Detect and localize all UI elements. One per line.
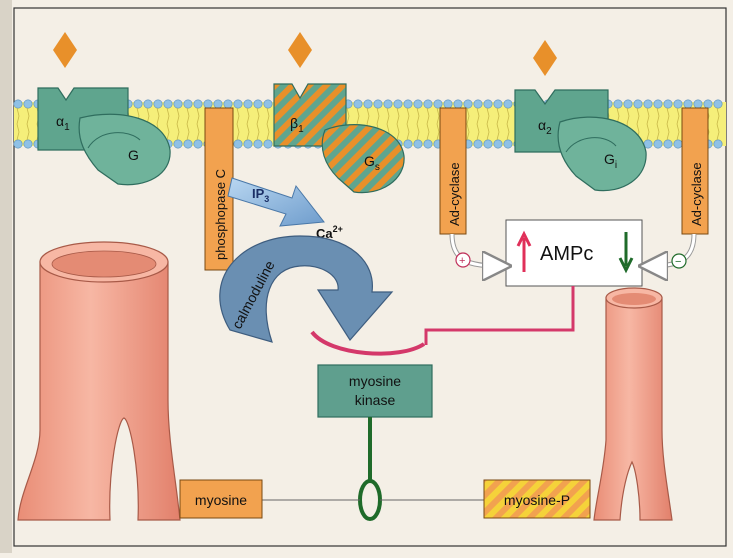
lipid-head: [454, 100, 462, 108]
lipid-head: [434, 100, 442, 108]
lipid-head: [254, 100, 262, 108]
ampc-box: AMPc: [506, 220, 642, 286]
lipid-head: [244, 100, 252, 108]
lipid-head: [264, 100, 272, 108]
myosine-kinase-line2: kinase: [355, 392, 396, 408]
adcyclase-right-box: Ad-cyclase: [682, 108, 708, 234]
lipid-head: [24, 100, 32, 108]
lipid-head: [664, 140, 672, 148]
lipid-head: [474, 140, 482, 148]
myosine-p-label: myosine-P: [504, 492, 570, 508]
lipid-head: [194, 140, 202, 148]
lipid-head: [624, 100, 632, 108]
lipid-head: [684, 100, 692, 108]
myosine-label: myosine: [195, 492, 247, 508]
lipid-head: [494, 100, 502, 108]
lipid-head: [404, 140, 412, 148]
lipid-head: [654, 140, 662, 148]
myosine-kinase-line1: myosine: [349, 373, 401, 389]
lipid-head: [384, 100, 392, 108]
lipid-head: [704, 100, 712, 108]
lipid-head: [664, 100, 672, 108]
left-blood-vessel: [18, 242, 180, 520]
lipid-head: [24, 140, 32, 148]
lipid-head: [154, 100, 162, 108]
g-label: G: [128, 147, 139, 163]
lipid-head: [674, 100, 682, 108]
lipid-head: [144, 100, 152, 108]
lipid-head: [374, 100, 382, 108]
lipid-head: [214, 100, 222, 108]
lipid-head: [264, 140, 272, 148]
adcyclase-left-box: Ad-cyclase: [440, 108, 466, 234]
phospholipase-c-label: phosphopase C: [213, 169, 228, 260]
adcyclase-right-label: Ad-cyclase: [689, 162, 704, 226]
lipid-head: [184, 100, 192, 108]
minus-sign: −: [675, 256, 681, 268]
left-edge-shadow: [0, 0, 12, 553]
lipid-head: [504, 140, 512, 148]
lipid-head: [354, 100, 362, 108]
lipid-head: [134, 100, 142, 108]
lipid-head: [444, 100, 452, 108]
lipid-head: [394, 100, 402, 108]
myosine-kinase-box: myosine kinase: [318, 365, 432, 417]
lipid-head: [484, 100, 492, 108]
lipid-head: [424, 140, 432, 148]
lipid-head: [414, 140, 422, 148]
lipid-head: [364, 100, 372, 108]
lipid-head: [474, 100, 482, 108]
adcyclase-left-label: Ad-cyclase: [447, 162, 462, 226]
phospholipase-c-box: phosphopase C: [205, 108, 233, 270]
lipid-head: [714, 140, 722, 148]
lipid-head: [14, 100, 22, 108]
lipid-head: [174, 140, 182, 148]
myosine-p-box: myosine-P: [484, 480, 590, 518]
lipid-head: [504, 100, 512, 108]
lipid-head: [654, 100, 662, 108]
lipid-head: [184, 140, 192, 148]
lipid-head: [644, 100, 652, 108]
lipid-head: [204, 100, 212, 108]
lipid-head: [164, 100, 172, 108]
lipid-head: [714, 100, 722, 108]
lipid-head: [234, 100, 242, 108]
lipid-head: [254, 140, 262, 148]
lipid-head: [464, 100, 472, 108]
lipid-head: [404, 100, 412, 108]
lipid-head: [414, 100, 422, 108]
lipid-head: [234, 140, 242, 148]
lipid-head: [484, 140, 492, 148]
lipid-head: [244, 140, 252, 148]
plus-sign: +: [459, 255, 465, 267]
lipid-head: [614, 100, 622, 108]
lipid-head: [634, 100, 642, 108]
myosine-box: myosine: [180, 480, 262, 518]
lipid-head: [674, 140, 682, 148]
lipid-head: [194, 100, 202, 108]
lipid-head: [174, 100, 182, 108]
lipid-head: [14, 140, 22, 148]
lipid-head: [694, 100, 702, 108]
ampc-label: AMPc: [540, 243, 593, 265]
lipid-head: [424, 100, 432, 108]
lipid-head: [494, 140, 502, 148]
lipid-head: [224, 100, 232, 108]
